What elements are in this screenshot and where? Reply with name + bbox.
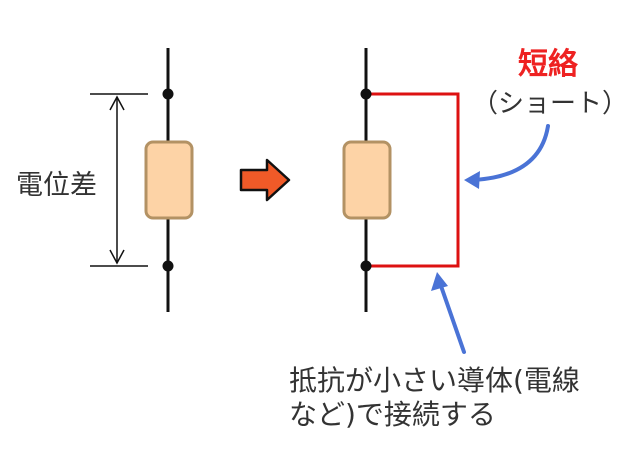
dimension-arrowhead-up — [109, 95, 125, 111]
transition-arrow — [239, 158, 291, 202]
right-node-top — [360, 88, 372, 100]
pointer-arrow-to-conductor — [439, 284, 466, 354]
dimension-arrowhead-down — [109, 249, 125, 265]
pointer-arrow-to-short-wire — [472, 124, 550, 182]
left-resistor — [144, 140, 194, 220]
pointer-arrowhead-to-conductor — [431, 272, 448, 291]
short-circuit-title: 短絡 — [518, 47, 579, 82]
right-resistor — [342, 140, 392, 220]
explanation-line-2: など)で接続する — [289, 398, 496, 431]
right-circuit — [342, 48, 460, 312]
right-node-bottom — [360, 260, 372, 272]
left-node-bottom — [162, 260, 174, 272]
left-circuit: 電位差 — [16, 48, 194, 312]
potential-difference-label: 電位差 — [16, 170, 97, 201]
left-node-top — [162, 88, 174, 100]
short-circuit-reading: （ショート） — [472, 89, 628, 119]
pointer-arrowhead-to-short-wire — [464, 171, 480, 189]
short-circuit-wire — [366, 92, 460, 268]
explanation-line-1: 抵抗が小さい導体(電線 — [289, 364, 580, 397]
